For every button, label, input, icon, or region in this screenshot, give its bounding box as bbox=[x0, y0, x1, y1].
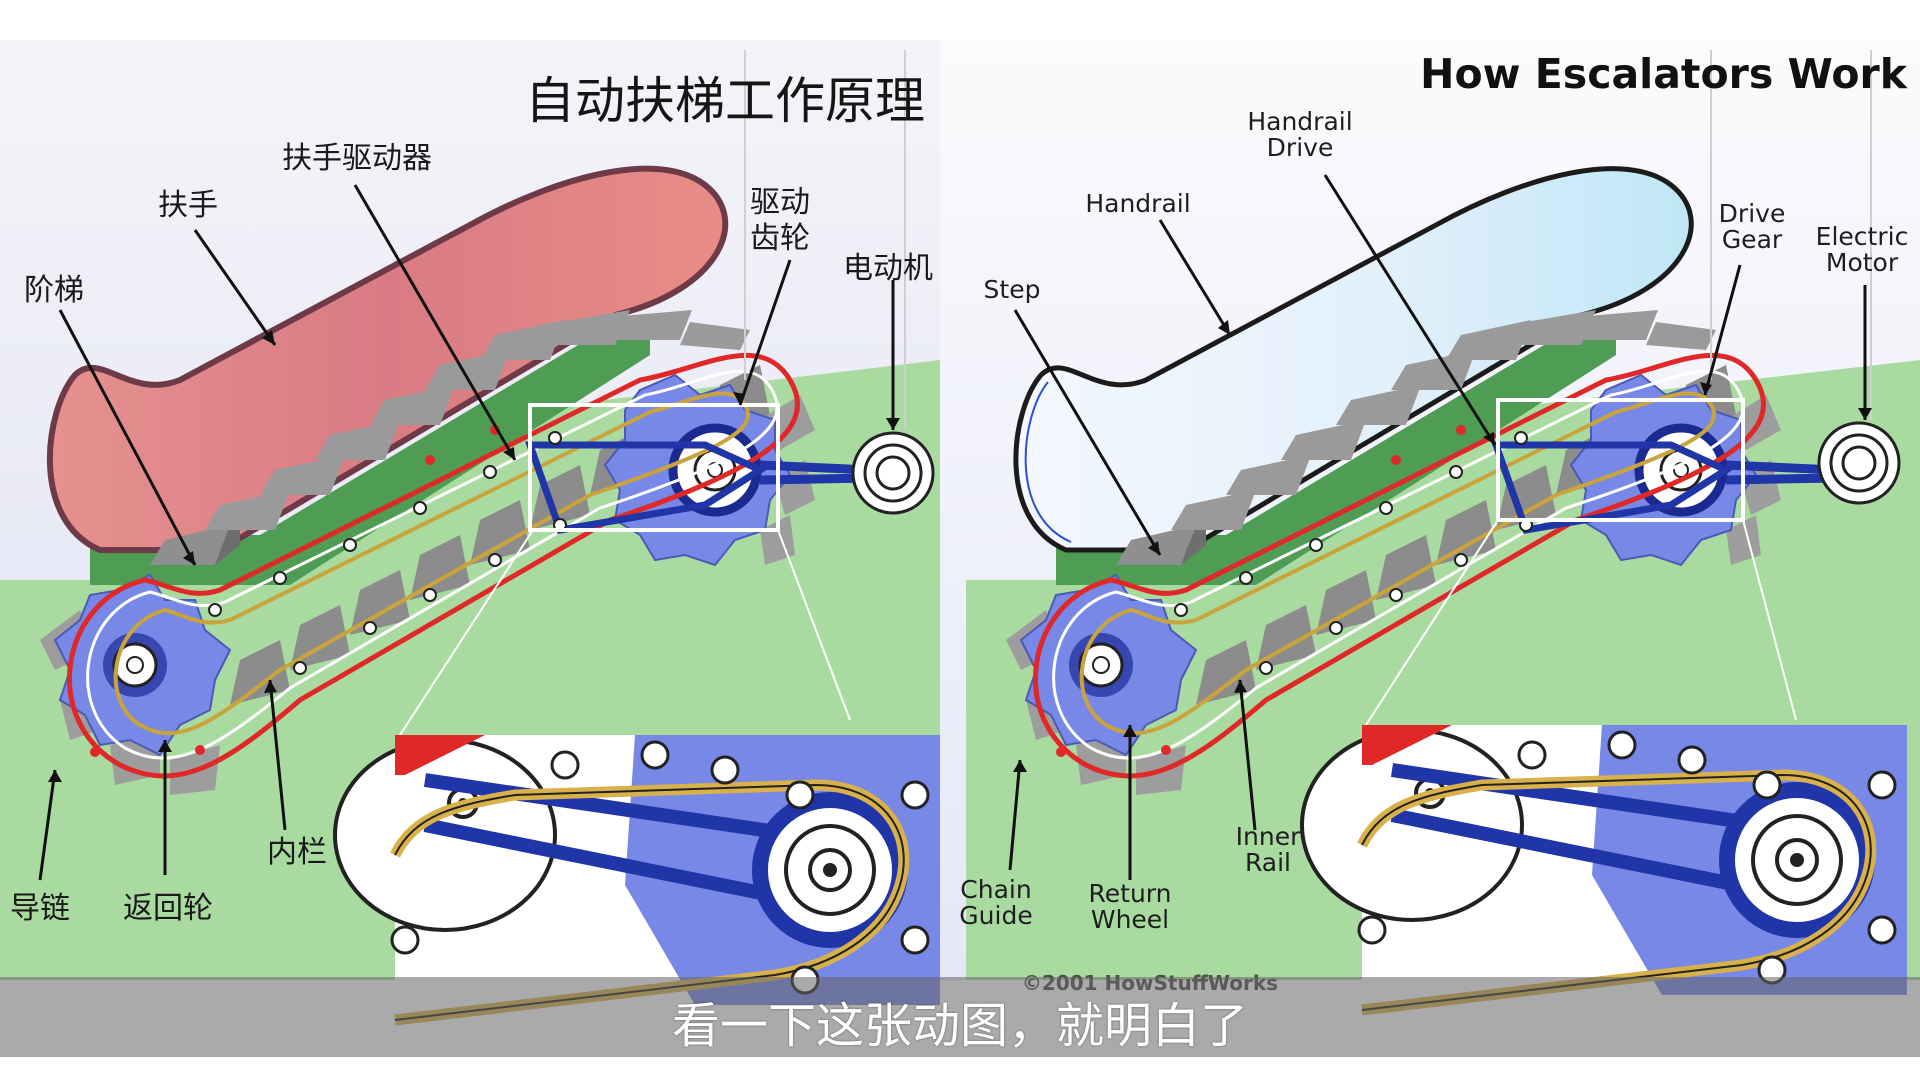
left-leader-lines bbox=[38, 184, 895, 881]
label-electric-motor-en-1: Electric bbox=[1816, 222, 1909, 251]
label-inner-rail-en-1: Inner bbox=[1236, 822, 1301, 851]
label-drive-gear-en-2: Gear bbox=[1722, 225, 1783, 254]
label-drive-gear-en-1: Drive bbox=[1719, 199, 1786, 228]
left-arrowheads bbox=[48, 330, 900, 782]
label-return-wheel-en-1: Return bbox=[1089, 879, 1172, 908]
right-zoom-inset bbox=[1302, 725, 1907, 1010]
right-title: How Escalators Work bbox=[1420, 50, 1909, 98]
label-handrail-cn: 扶手 bbox=[158, 188, 218, 223]
label-electric-motor-cn: 电动机 bbox=[843, 251, 933, 286]
subtitle-bar bbox=[0, 977, 1920, 1057]
right-leader-lines bbox=[1008, 174, 1867, 880]
label-handrail-drive-cn: 扶手驱动器 bbox=[282, 141, 432, 176]
label-step-cn: 阶梯 bbox=[24, 273, 84, 308]
label-handrail-en: Handrail bbox=[1085, 189, 1190, 218]
label-chain-guide-cn: 导链 bbox=[10, 891, 70, 926]
label-return-wheel-cn: 返回轮 bbox=[123, 891, 213, 926]
left-title: 自动扶梯工作原理 bbox=[525, 72, 925, 130]
label-inner-rail-cn: 内栏 bbox=[267, 835, 327, 870]
label-chain-guide-en-2: Guide bbox=[959, 901, 1032, 930]
label-return-wheel-en-2: Wheel bbox=[1091, 905, 1169, 934]
right-arrowheads bbox=[1013, 320, 1872, 772]
zoom-box bbox=[528, 403, 780, 532]
label-drive-gear-cn-2: 齿轮 bbox=[750, 221, 810, 256]
label-chain-guide-en-1: Chain bbox=[960, 875, 1031, 904]
label-drive-gear-cn-1: 驱动 bbox=[750, 185, 810, 220]
video-subtitle: 看一下这张动图，就明白了 bbox=[671, 998, 1248, 1054]
handrail-shape bbox=[47, 165, 729, 553]
left-panel bbox=[0, 40, 940, 1020]
label-inner-rail-en-2: Rail bbox=[1245, 848, 1291, 877]
handrail-shape bbox=[1013, 166, 1694, 553]
electric-motor-shape bbox=[851, 431, 935, 515]
label-handrail-drive-en-1: Handrail bbox=[1247, 107, 1352, 136]
right-panel bbox=[940, 40, 1920, 1010]
label-handrail-drive-en-2: Drive bbox=[1267, 133, 1334, 162]
label-electric-motor-en-2: Motor bbox=[1826, 248, 1899, 277]
label-step-en: Step bbox=[984, 275, 1041, 304]
